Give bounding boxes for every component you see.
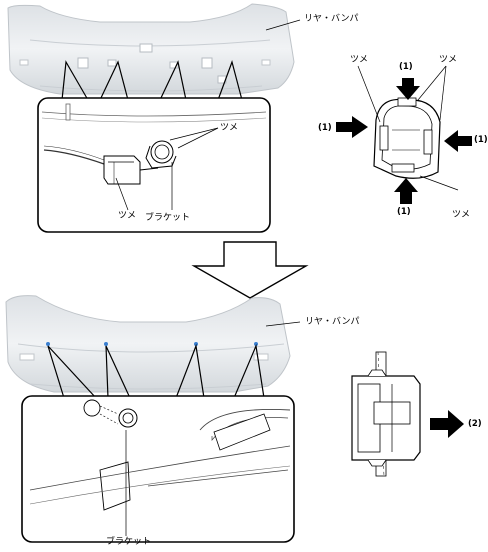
- inset-leaders-top: [61, 60, 243, 101]
- inset-top: [37, 97, 271, 233]
- label-claw-inset-right: ツメ: [220, 123, 239, 133]
- rear-bumper-top: [7, 3, 295, 95]
- callout-right: (1): [474, 135, 488, 145]
- callout-pull: (2): [468, 419, 482, 429]
- label-claw-detail-right: ツメ: [439, 55, 458, 65]
- label-claw-inset-left: ツメ: [118, 211, 137, 221]
- inset-bottom: [21, 395, 295, 543]
- step-arrow-icon: [191, 241, 309, 299]
- label-rear-bumper-top: リヤ・バンパ: [304, 14, 359, 24]
- label-claw-detail-left: ツメ: [350, 55, 369, 65]
- callout-left: (1): [318, 123, 332, 133]
- pull-arrow-icon: [430, 410, 464, 438]
- claw-detail: [336, 65, 472, 204]
- label-bracket-inset-bottom: ブラケット: [106, 537, 152, 547]
- arrow-down-icon: [396, 78, 420, 100]
- label-claw-detail-bottom: ツメ: [452, 210, 471, 220]
- callout-bottom: (1): [397, 207, 411, 217]
- arrow-right-icon: [336, 116, 368, 138]
- arrow-left-icon: [444, 130, 472, 152]
- label-rear-bumper-bottom: リヤ・バンパ: [305, 317, 360, 327]
- label-bracket-inset-top: ブラケット: [145, 213, 191, 223]
- arrow-up-icon: [394, 178, 418, 204]
- removal-detail: [351, 351, 464, 477]
- inset-leaders-bottom: [47, 343, 265, 399]
- rear-bumper-bottom: [5, 295, 291, 393]
- callout-top: (1): [399, 62, 413, 72]
